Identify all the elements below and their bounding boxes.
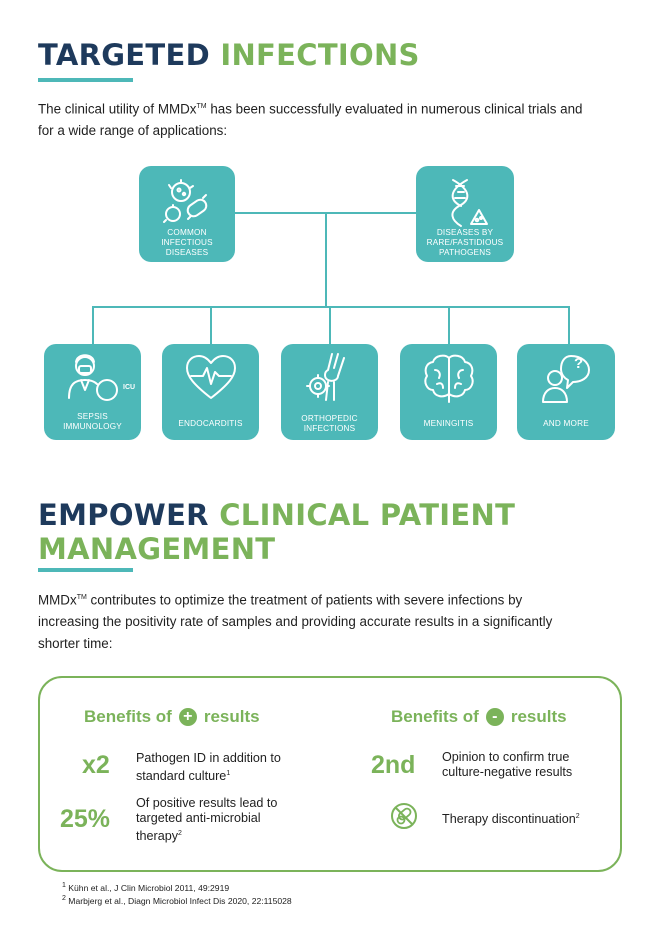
empower-paragraph: MMDxTM contributes to optimize the treat… — [38, 592, 553, 652]
footnote-2: 2 Marbjerg et al., Diagn Microbiol Infec… — [62, 895, 292, 906]
box-common-infectious-diseases: COMMON INFECTIOUS DISEASES — [139, 166, 235, 262]
box-endocarditis: ENDOCARDITIS — [162, 344, 259, 440]
connector-drop-3 — [329, 306, 331, 346]
minus-circle-icon: - — [485, 708, 504, 726]
title-underline — [38, 78, 133, 82]
box-sepsis-immunology: ICU SEPSIS IMMUNOLOGY — [44, 344, 141, 440]
benefits-panel — [38, 676, 622, 872]
therapy-discontinuation-text: Therapy discontinuation2 — [442, 812, 580, 827]
connector-drop-5 — [568, 306, 570, 346]
box-label: SEPSIS IMMUNOLOGY — [63, 412, 122, 431]
box-and-more: ? AND MORE — [517, 344, 615, 440]
benefits-negative-title: Benefits of - results — [391, 707, 567, 726]
title-word-2: INFECTIONS — [220, 38, 420, 72]
benefits-positive-title: Benefits of + results — [84, 707, 260, 726]
person-question-icon — [542, 355, 590, 403]
box-label: ORTHOPEDIC INFECTIONS — [301, 414, 358, 433]
section-title-targeted-infections: TARGETED INFECTIONS — [38, 38, 420, 72]
box-rare-fastidious-pathogens: DISEASES BY RARE/FASTIDIOUS PATHOGENS — [416, 166, 514, 262]
heart-pulse-icon — [185, 355, 236, 399]
connector-drop-2 — [210, 306, 212, 346]
stat-25-percent: 25% — [60, 805, 111, 833]
brain-icon — [423, 354, 474, 403]
connector-trunk — [325, 212, 327, 308]
dna-icon — [451, 179, 488, 227]
doctor-icu-icon — [67, 354, 118, 401]
box-label: ENDOCARDITIS — [178, 419, 243, 428]
bacteria-icon — [163, 179, 208, 223]
icu-text: ICU — [123, 384, 136, 391]
stat-2nd-text: Opinion to confirm true culture-negative… — [442, 750, 573, 779]
no-pills-icon — [391, 803, 417, 829]
stat-x2-text: Pathogen ID in addition to standard cult… — [136, 751, 281, 784]
box-label: COMMON INFECTIOUS DISEASES — [161, 228, 213, 257]
section-title-empower: EMPOWER CLINICAL PATIENT MANAGEMENT — [38, 498, 516, 566]
stat-x2: x2 — [82, 751, 110, 779]
box-meningitis: MENINGITIS — [400, 344, 497, 440]
connector-drop-1 — [92, 306, 94, 346]
stat-25-percent-text: Of positive results lead to targeted ant… — [136, 796, 278, 844]
stat-2nd: 2nd — [371, 751, 416, 779]
box-label: MENINGITIS — [423, 419, 474, 428]
box-orthopedic-infections: ORTHOPEDIC INFECTIONS — [281, 344, 378, 440]
connector-drop-4 — [448, 306, 450, 346]
box-label: AND MORE — [543, 419, 589, 428]
connector-bottom-horizontal — [92, 306, 570, 308]
title-underline — [38, 568, 133, 572]
box-label: DISEASES BY RARE/FASTIDIOUS PATHOGENS — [426, 228, 504, 257]
plus-circle-icon: + — [178, 708, 197, 726]
title-word-1: TARGETED — [38, 38, 210, 72]
joint-icon — [305, 353, 345, 401]
footnote-1: 1 Kühn et al., J Clin Microbiol 2011, 49… — [62, 882, 230, 893]
question-mark: ? — [574, 355, 584, 372]
intro-paragraph: The clinical utility of MMDxTM has been … — [38, 101, 583, 139]
